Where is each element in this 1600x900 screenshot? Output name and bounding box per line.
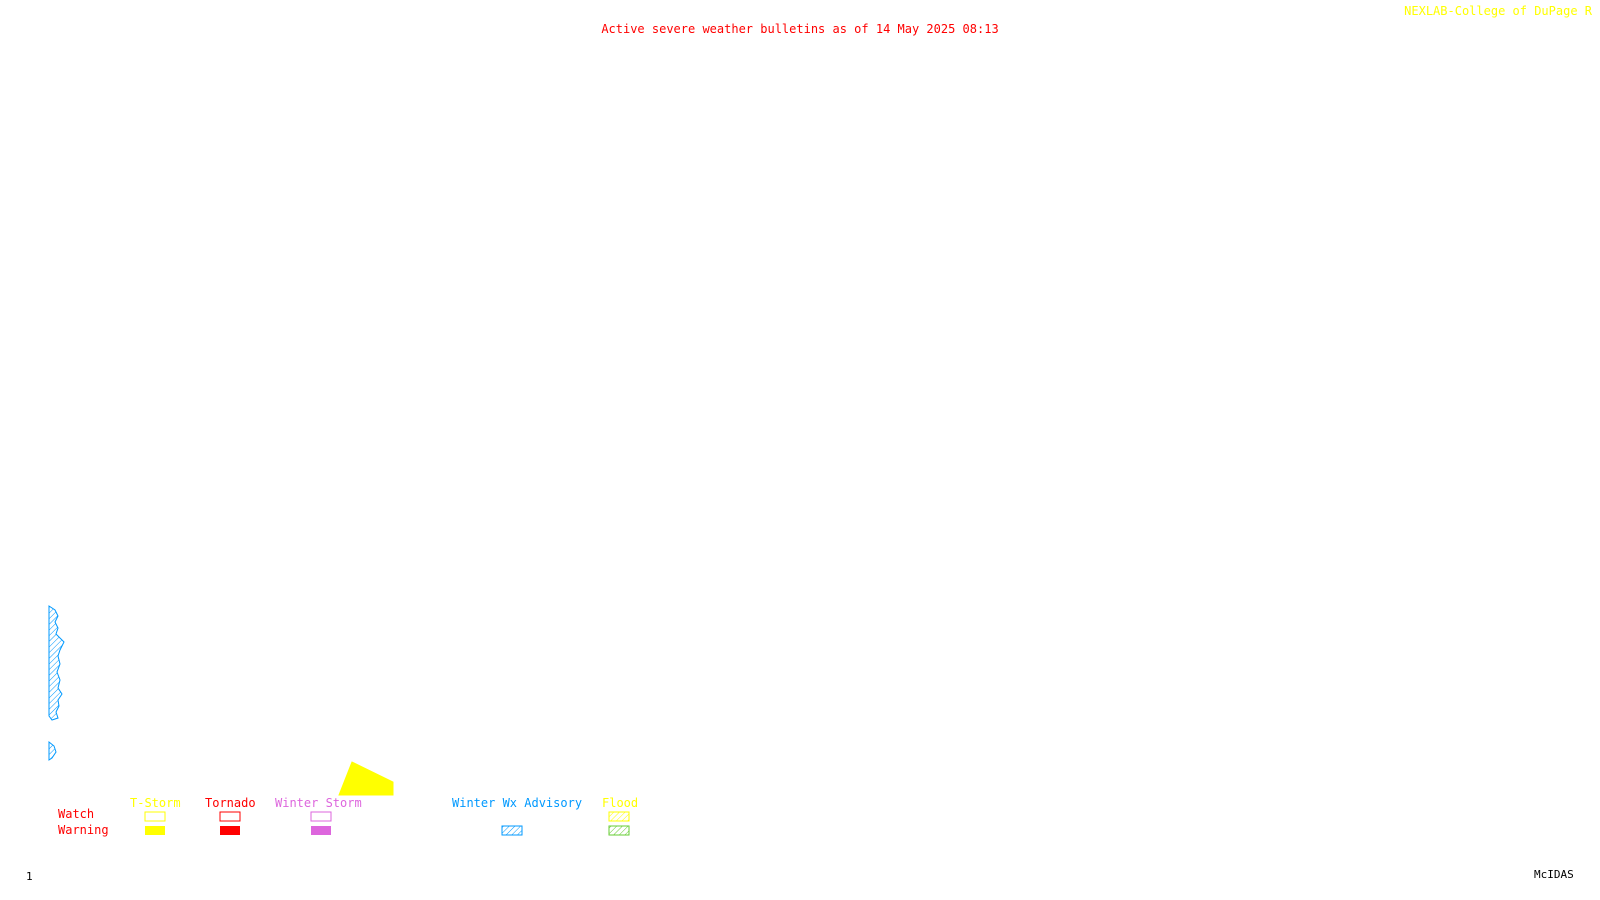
winter-storm-warning-swatch (311, 826, 331, 835)
credit-label: NEXLAB-College of DuPage R (1404, 4, 1592, 18)
legend-winter-storm-label: Winter Storm (275, 796, 362, 810)
flood-warning-swatch (608, 825, 630, 836)
software-label: McIDAS (1534, 868, 1574, 881)
tstorm-warning-area (338, 761, 394, 796)
tstorm-warning-swatch (145, 826, 165, 835)
legend-watch-row-label: Watch (58, 807, 95, 821)
frame-number: 1 (26, 870, 33, 883)
legend-winter-wx-advisory-label: Winter Wx Advisory (452, 796, 583, 810)
legend-tstorm-label: T-Storm (130, 796, 181, 810)
legend-flood-label: Flood (602, 796, 639, 810)
tornado-warning-swatch (220, 826, 240, 835)
winter-storm-watch-swatch (310, 811, 332, 822)
flood-watch-swatch (608, 811, 630, 822)
tornado-watch-swatch (219, 811, 241, 822)
legend-tornado-label: Tornado (205, 796, 256, 810)
legend-warning-row-label: Warning (58, 823, 109, 837)
winter-wx-advisory-area (48, 740, 57, 761)
winter-wx-advisory-area (48, 605, 65, 721)
page-title: Active severe weather bulletins as of 14… (601, 22, 999, 36)
winter-wx-advisory-swatch (501, 825, 523, 836)
tstorm-watch-swatch (144, 811, 166, 822)
